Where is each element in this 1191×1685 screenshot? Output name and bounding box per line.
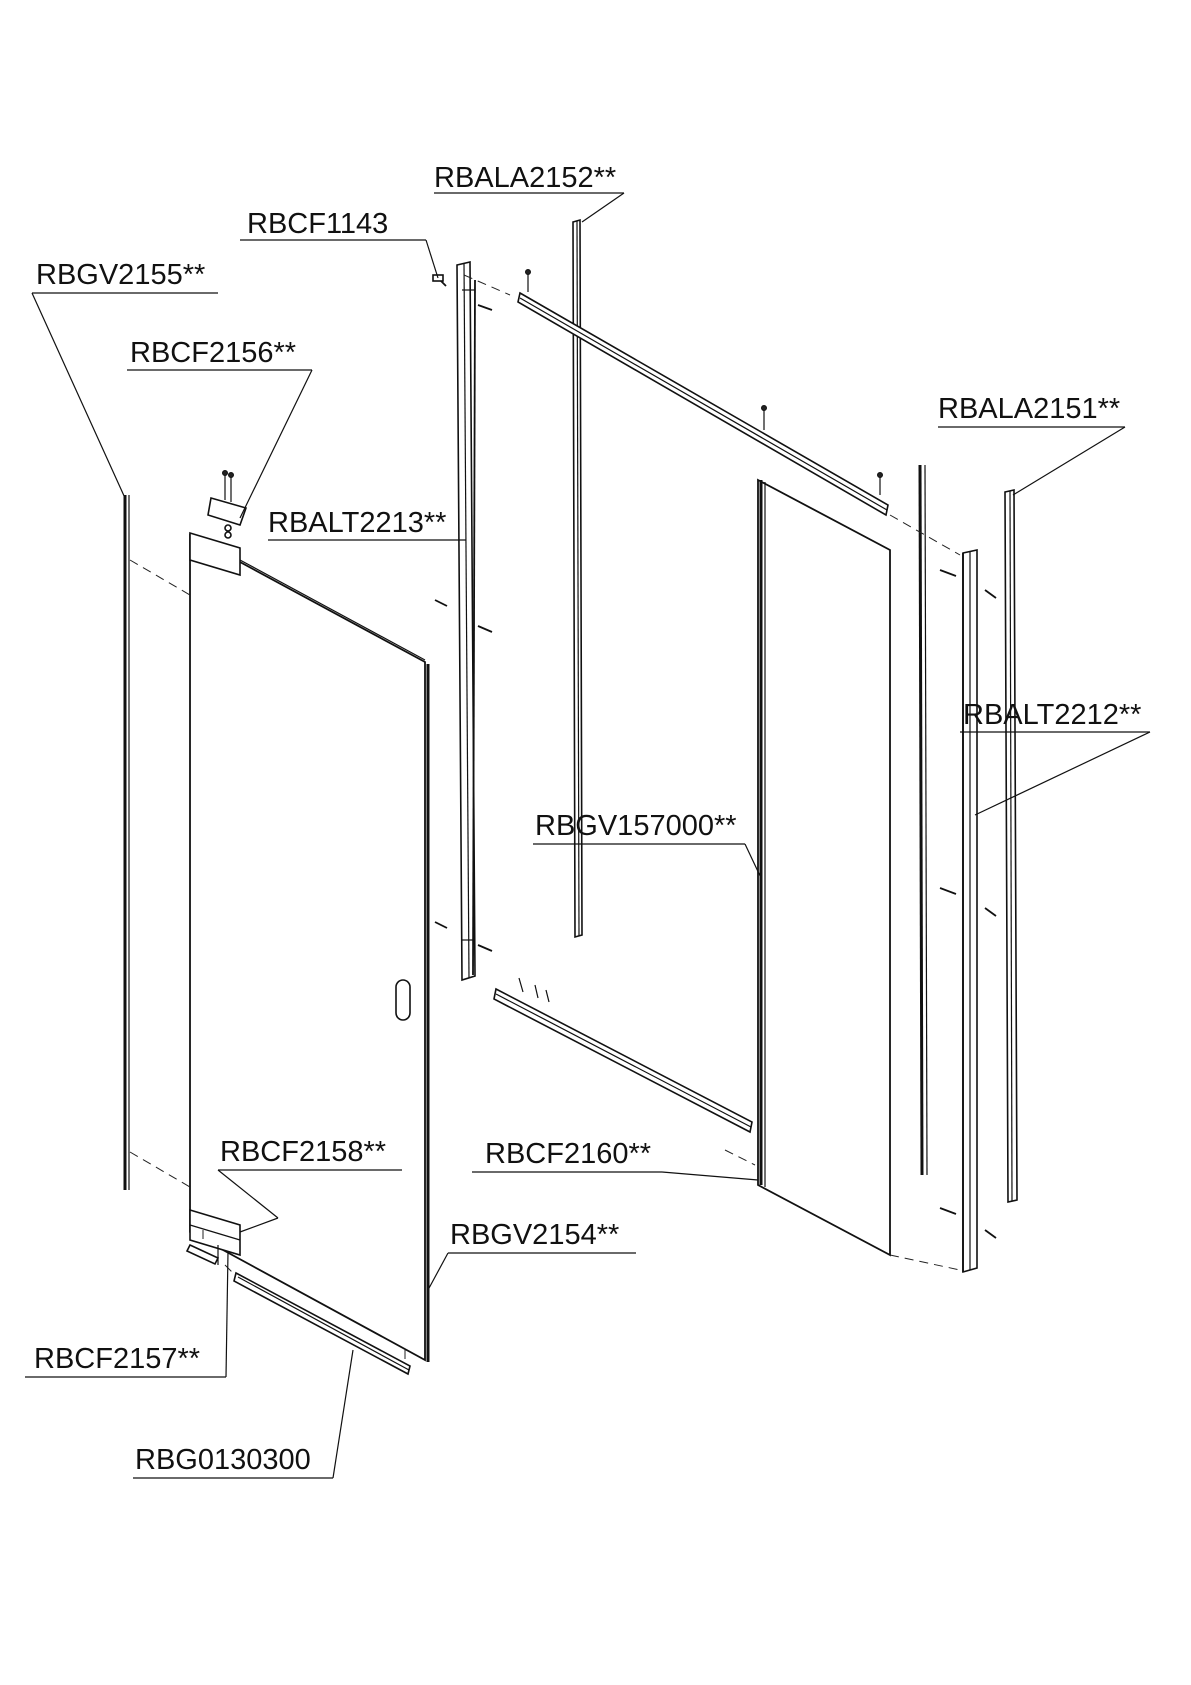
label-rbcf2158: RBCF2158**	[220, 1136, 386, 1168]
label-rbala2152: RBALA2152**	[434, 162, 616, 194]
label-rbgv2154: RBGV2154**	[450, 1219, 619, 1251]
top-hinge-block	[190, 471, 246, 576]
label-rbcf2156: RBCF2156**	[130, 337, 296, 369]
angle-profile-right	[1005, 490, 1017, 1202]
label-rbgv2155: RBGV2155**	[36, 259, 205, 291]
label-rbg0130300: RBG0130300	[135, 1444, 311, 1476]
wall-profile-left	[457, 262, 475, 980]
label-rbgv157000: RBGV157000**	[535, 810, 737, 842]
label-rbcf1143: RBCF1143	[247, 208, 388, 240]
label-rbalt2212: RBALT2212**	[963, 699, 1141, 731]
label-rbalt2213: RBALT2213**	[268, 507, 446, 539]
wall-profile-right	[963, 550, 977, 1272]
vertical-strip-right	[920, 465, 927, 1175]
fixed-glass-panel	[758, 480, 890, 1255]
label-rbcf2157: RBCF2157**	[34, 1343, 200, 1375]
bottom-seal	[234, 1273, 410, 1374]
left-glass-strip	[125, 495, 129, 1190]
small-bottom-part	[187, 1245, 218, 1265]
label-rbala2151: RBALA2151**	[938, 393, 1120, 425]
bottom-threshold	[494, 978, 752, 1132]
label-rbcf2160: RBCF2160**	[485, 1138, 651, 1170]
